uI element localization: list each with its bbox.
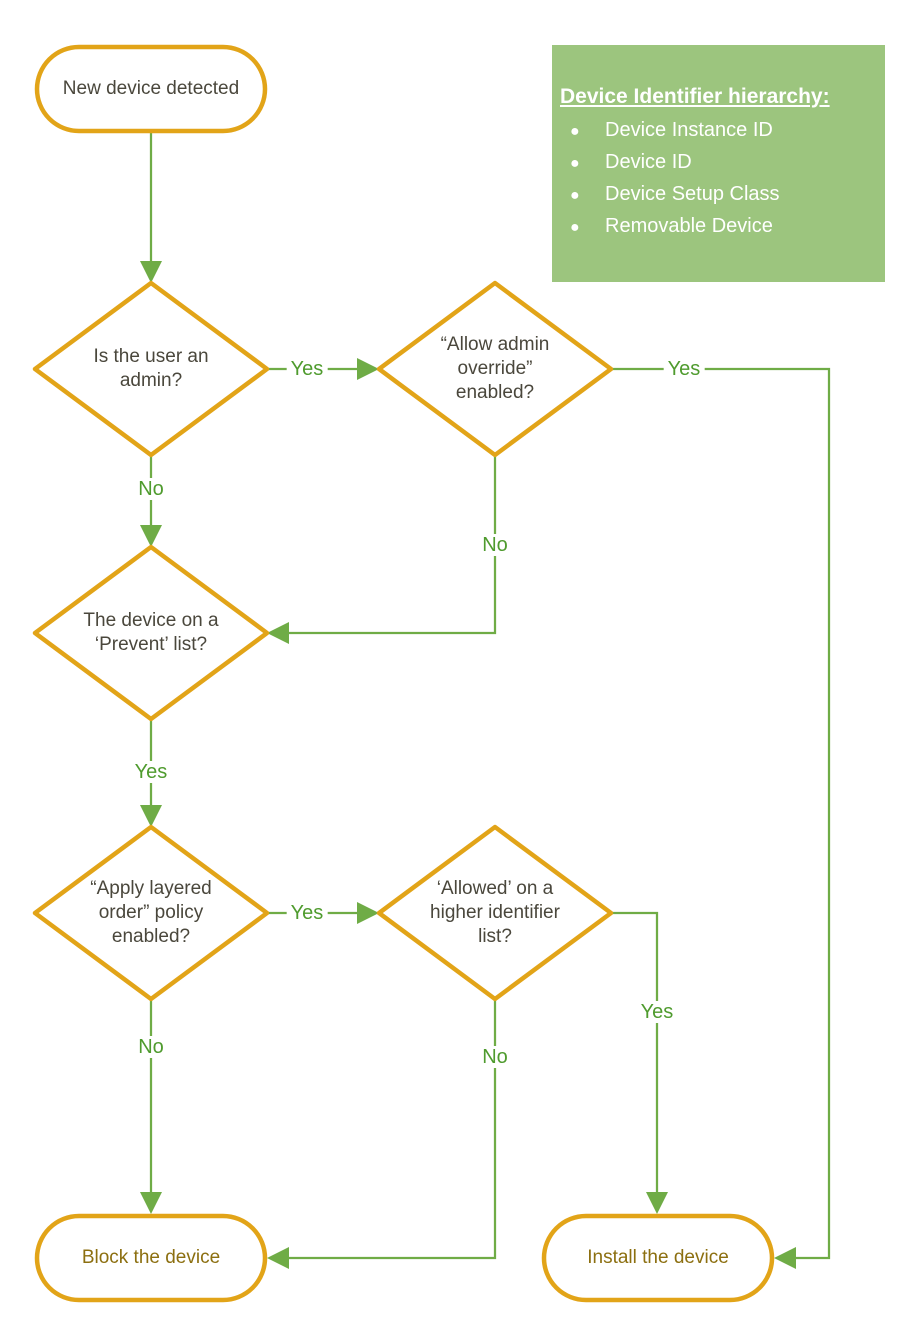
info-panel-title: Device Identifier hierarchy: xyxy=(560,84,830,108)
list-item: ● Device ID xyxy=(560,147,879,179)
start-node-text: New device detected xyxy=(62,78,240,99)
install-node-shape xyxy=(541,1213,775,1303)
override-diamond-label: “Allow admin override” enabled? xyxy=(379,283,611,455)
edge-label-allowed-yes: Yes xyxy=(636,1001,678,1023)
info-item-text: Device ID xyxy=(605,150,692,173)
prevent-diamond-shape xyxy=(32,544,270,722)
admin-diamond-shape xyxy=(32,280,270,458)
info-item-text: Device Instance ID xyxy=(605,118,773,141)
bullet-icon: ● xyxy=(570,218,580,236)
start-node-shape xyxy=(34,44,268,134)
block-node-text: Block the device xyxy=(81,1247,221,1268)
edge-label-override-yes: Yes xyxy=(663,358,705,380)
start-node-label: New device detected xyxy=(35,45,267,133)
layered-diamond-label: “Apply layered order” policy enabled? xyxy=(35,827,267,999)
prevent-diamond-text: The device on a ‘Prevent’ list? xyxy=(83,610,219,655)
arrowhead-down-block xyxy=(140,1192,162,1214)
edge-label-admin-yes: Yes xyxy=(286,358,328,380)
edge-label-admin-no: No xyxy=(134,478,168,500)
edge-label-allowed-no: No xyxy=(478,1046,512,1068)
arrowhead-right-allowed xyxy=(357,902,379,924)
edge-label-layered-yes: Yes xyxy=(286,902,328,924)
info-item-text: Device Setup Class xyxy=(605,182,780,205)
edge-override-no-to-prevent xyxy=(289,455,497,635)
admin-diamond-text: Is the user an admin? xyxy=(93,346,209,391)
block-node-shape xyxy=(34,1213,268,1303)
bullet-icon: ● xyxy=(570,186,580,204)
edge-allowed-no-to-block xyxy=(289,999,497,1260)
override-diamond-text: “Allow admin override” enabled? xyxy=(440,334,550,403)
layered-diamond-shape xyxy=(32,824,270,1002)
info-item-text: Removable Device xyxy=(605,214,773,237)
device-identifier-hierarchy-panel: Device Identifier hierarchy: ● Device In… xyxy=(552,45,885,282)
allowed-diamond-text: ‘Allowed’ on a higher identifier list? xyxy=(430,878,560,947)
edge-label-prevent-yes: Yes xyxy=(130,761,172,783)
arrowhead-left-prevent xyxy=(267,622,289,644)
layered-diamond-text: “Apply layered order” policy enabled? xyxy=(90,878,212,947)
allowed-diamond-label: ‘Allowed’ on a higher identifier list? xyxy=(379,827,611,999)
edge-label-layered-no: No xyxy=(134,1036,168,1058)
arrowhead-left-install xyxy=(774,1247,796,1269)
block-node-label: Block the device xyxy=(35,1214,267,1302)
list-item: ● Device Setup Class xyxy=(560,179,879,211)
edge-label-override-no: No xyxy=(478,534,512,556)
allowed-diamond-shape xyxy=(376,824,614,1002)
admin-diamond-label: Is the user an admin? xyxy=(35,283,267,455)
arrowhead-right-override xyxy=(357,358,379,380)
install-node-label: Install the device xyxy=(542,1214,774,1302)
arrowhead-down-admin xyxy=(140,261,162,283)
arrowhead-down-install xyxy=(646,1192,668,1214)
install-node-text: Install the device xyxy=(587,1247,729,1268)
bullet-icon: ● xyxy=(570,122,580,140)
edge-allowed-yes-to-install xyxy=(611,911,659,1194)
arrowhead-left-block xyxy=(267,1247,289,1269)
override-diamond-shape xyxy=(376,280,614,458)
prevent-diamond-label: The device on a ‘Prevent’ list? xyxy=(35,547,267,719)
arrowhead-down-layered xyxy=(140,805,162,827)
arrowhead-down-prevent xyxy=(140,525,162,547)
list-item: ● Device Instance ID xyxy=(560,115,879,147)
bullet-icon: ● xyxy=(570,154,580,172)
list-item: ● Removable Device xyxy=(560,211,879,243)
edge-override-yes-to-install xyxy=(611,367,831,1260)
